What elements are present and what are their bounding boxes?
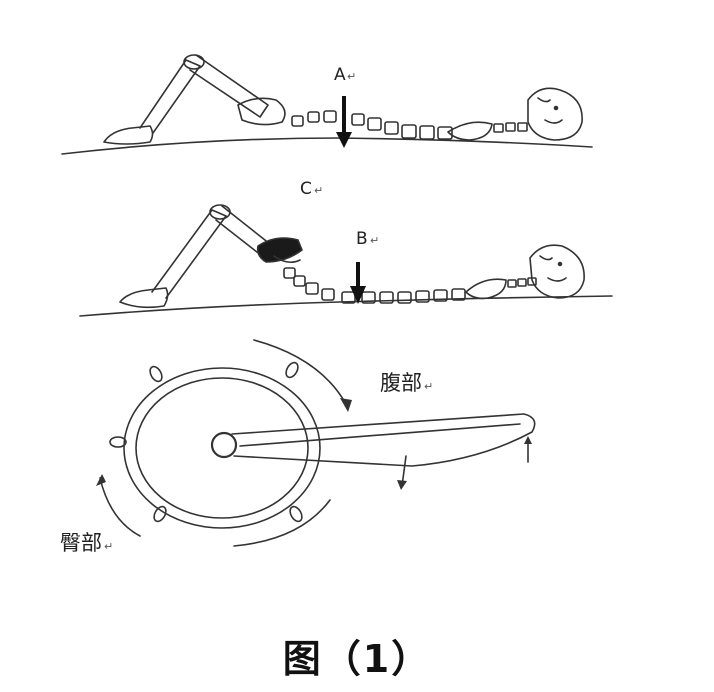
wheel-knobs bbox=[109, 361, 303, 523]
wheel-diagram bbox=[96, 339, 536, 547]
arrow-a bbox=[336, 96, 352, 148]
wheel-outer-ring bbox=[123, 367, 321, 529]
foot-top bbox=[103, 125, 154, 145]
neck-top bbox=[493, 122, 528, 133]
skeleton-figure-top bbox=[61, 54, 593, 155]
figure-caption: 图（1） bbox=[282, 637, 432, 681]
label-buttocks: 臀部 bbox=[60, 531, 102, 555]
shin-middle bbox=[151, 209, 227, 299]
wheel-hub bbox=[210, 431, 238, 459]
rotation-arc-left bbox=[99, 477, 141, 537]
skull-middle bbox=[529, 244, 585, 299]
shin-top bbox=[139, 59, 201, 134]
spine-top bbox=[291, 110, 453, 140]
return-mark-a: ↵ bbox=[347, 70, 356, 83]
pelvis-top bbox=[237, 97, 286, 126]
foot-middle bbox=[119, 287, 169, 309]
spine-middle bbox=[283, 267, 466, 304]
rotation-arc-bottom bbox=[233, 499, 331, 547]
rotation-arc-top bbox=[253, 339, 347, 405]
label-abdomen: 腹部 bbox=[380, 371, 422, 395]
wheel-inner-ring bbox=[135, 377, 309, 519]
floor-line-middle bbox=[79, 295, 613, 317]
skull-top bbox=[527, 87, 583, 141]
ribs-top bbox=[447, 121, 493, 141]
return-mark-c: ↵ bbox=[314, 184, 323, 197]
arrow-b bbox=[350, 262, 366, 304]
knee-top bbox=[183, 54, 205, 70]
label-b: B bbox=[356, 229, 368, 249]
knee-middle bbox=[209, 204, 231, 220]
floor-line-top bbox=[61, 137, 593, 155]
ribs-middle bbox=[465, 278, 507, 300]
label-c: C bbox=[300, 179, 312, 199]
label-a: A bbox=[334, 65, 346, 85]
return-mark-buttocks: ↵ bbox=[104, 540, 113, 553]
skeleton-figure-middle bbox=[79, 204, 613, 317]
lever-arm bbox=[231, 413, 536, 467]
return-mark-b: ↵ bbox=[370, 234, 379, 247]
return-mark-abdomen: ↵ bbox=[424, 380, 433, 393]
pelvis-middle bbox=[256, 237, 303, 263]
thigh-top bbox=[189, 54, 269, 118]
